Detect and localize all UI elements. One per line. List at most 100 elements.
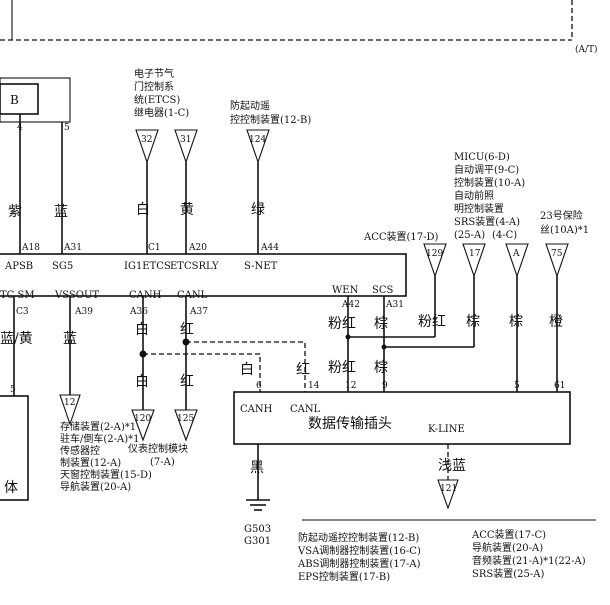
svg-text:导航装置(20-A): 导航装置(20-A): [60, 480, 131, 493]
sig-canh: CANH: [129, 290, 162, 301]
acc-sub-2: (4-C): [492, 230, 517, 241]
ground-g503: G503: [244, 524, 271, 535]
dlc-canh: CANH: [240, 404, 273, 415]
svg-text:ABS调制器控制装置(17-A): ABS调制器控制装置(17-A): [297, 557, 421, 570]
at-label: (A/T): [575, 44, 598, 55]
svg-text:导航装置(20-A): 导航装置(20-A): [472, 541, 543, 554]
color-red-1: 红: [180, 322, 194, 338]
body-char: 体: [4, 480, 18, 496]
svg-text:A: A: [512, 249, 520, 259]
box-b-outer: [0, 77, 71, 123]
sig-snet: S-NET: [244, 261, 278, 272]
junction-wen: [345, 334, 351, 340]
dlc-canl: CANL: [290, 404, 321, 415]
color-blue-yellow: 蓝/黄: [0, 330, 33, 347]
svg-text:天窗控制装置(15-D): 天窗控制装置(15-D): [60, 468, 152, 481]
pin-a31b: A31: [385, 300, 404, 310]
svg-text:门控制系: 门控制系: [134, 80, 174, 93]
svg-text:32: 32: [141, 135, 152, 145]
sig-ig1etcs: IG1ETCS: [124, 261, 171, 272]
svg-text:23号保险: 23号保险: [540, 209, 583, 222]
svg-text:仪表控制模块: 仪表控制模块: [128, 442, 188, 455]
color-brown-4: 棕: [509, 314, 523, 330]
ground-g301: G301: [244, 536, 271, 547]
svg-text:防起动遥控控制装置(12-B): 防起动遥控控制装置(12-B): [298, 531, 419, 544]
connector-125: 125: [174, 409, 198, 442]
micu-label: MICU(6-D) 自动调平(9-C) 控制装置(10-A) 自动前照 明控制装…: [454, 152, 525, 228]
svg-text:129: 129: [426, 249, 443, 259]
svg-text:ACC装置(17-C): ACC装置(17-C): [471, 528, 546, 541]
box-b: [0, 83, 39, 115]
color-brown-3: 棕: [466, 314, 480, 330]
pin-a36: A36: [129, 307, 148, 317]
svg-text:控制装置(10-A): 控制装置(10-A): [454, 176, 525, 189]
connector-124: 124: [246, 129, 270, 164]
svg-text:121: 121: [440, 484, 457, 494]
pin-a39: A39: [74, 307, 93, 317]
pin-c3: C3: [16, 307, 29, 317]
svg-text:SRS装置(25-A): SRS装置(25-A): [472, 567, 544, 580]
dashed-canh: [143, 353, 261, 392]
svg-text:120: 120: [134, 414, 151, 424]
svg-text:(7-A): (7-A): [150, 457, 175, 468]
color-light-blue: 浅蓝: [438, 458, 466, 474]
color-blue: 蓝: [54, 204, 68, 220]
svg-text:驻车/倒车(2-A)*1: 驻车/倒车(2-A)*1: [60, 432, 140, 445]
k-line-label: K-LINE: [428, 424, 465, 435]
sig-tcsm: TC SM: [0, 290, 35, 301]
connector-17: 17: [462, 243, 486, 278]
sig-wen: WEN: [332, 285, 359, 296]
color-black: 黑: [250, 460, 264, 476]
body-box: [0, 395, 29, 501]
pin-5: 5: [64, 123, 70, 133]
data-link-connector: [233, 391, 571, 445]
color-white: 白: [136, 202, 150, 218]
pin-14: 14: [308, 381, 320, 391]
pin-9: 9: [382, 381, 388, 391]
pin-6: 6: [256, 381, 262, 391]
pin-a31: A31: [63, 243, 82, 253]
connector-121: 121: [437, 479, 459, 510]
pin-a18: A18: [21, 243, 40, 253]
dashed-canl: [186, 341, 306, 392]
svg-text:VSA调制器控制装置(16-C): VSA调制器控制装置(16-C): [297, 544, 421, 557]
left-modules-list: 存储装置(2-A)*1 驻车/倒车(2-A)*1 传感器控 制装置(12-A) …: [60, 420, 152, 493]
color-pink-red-2: 粉红: [328, 360, 356, 376]
svg-text:丝(10A)*1: 丝(10A)*1: [540, 224, 589, 236]
fuse-23-label: 23号保险 丝(10A)*1: [540, 209, 589, 236]
svg-text:防起动遥: 防起动遥: [230, 99, 270, 112]
pin-61: 61: [554, 381, 565, 391]
sig-vssout: VSSOUT: [54, 290, 99, 301]
svg-text:31: 31: [180, 135, 191, 145]
connector-a: A: [505, 243, 529, 278]
color-blue-2: 蓝: [63, 331, 77, 347]
color-red-3: 红: [296, 362, 310, 378]
connector-31: 31: [174, 129, 198, 164]
svg-text:音频装置(21-A)*1(22-A): 音频装置(21-A)*1(22-A): [472, 554, 586, 567]
color-yellow: 黄: [180, 201, 194, 218]
svg-text:12: 12: [64, 398, 75, 408]
sig-sg5: SG5: [52, 261, 73, 272]
svg-text:自动调平(9-C): 自动调平(9-C): [454, 163, 519, 176]
color-red-2: 红: [180, 374, 194, 390]
svg-text:制装置(12-A): 制装置(12-A): [60, 456, 121, 469]
pin-a44: A44: [260, 243, 279, 253]
etcs-relay-label: 电子节气 门控制系 统(ETCS) 继电器(1-C): [134, 67, 189, 119]
bottom-list-left: 防起动遥控控制装置(12-B) VSA调制器控制装置(16-C) ABS调制器控…: [297, 531, 421, 583]
connector-129: 129: [423, 243, 447, 278]
svg-text:传感器控: 传感器控: [60, 444, 100, 457]
connector-32: 32: [135, 129, 159, 164]
box-b-label: B: [10, 93, 19, 107]
svg-text:75: 75: [551, 249, 563, 259]
svg-text:自动前照: 自动前照: [454, 189, 494, 202]
acc-sub-1: (25-A): [454, 230, 485, 241]
ecm-box: [0, 253, 407, 297]
svg-text:存储装置(2-A)*1: 存储装置(2-A)*1: [60, 420, 136, 433]
pin-c1: C1: [148, 243, 161, 253]
pin-5c: 5: [514, 381, 520, 391]
connector-75: 75: [545, 243, 569, 278]
svg-text:控控制装置(12-B): 控控制装置(12-B): [230, 113, 311, 126]
sig-canl: CANL: [177, 290, 208, 301]
svg-text:EPS控制装置(17-B): EPS控制装置(17-B): [298, 570, 390, 583]
svg-text:明控制装置: 明控制装置: [454, 202, 504, 215]
